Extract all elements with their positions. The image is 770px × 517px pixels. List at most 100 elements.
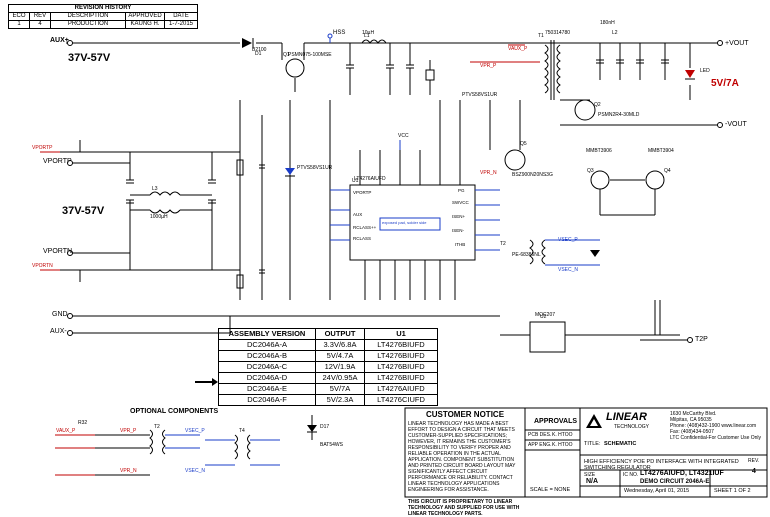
t2p-label: T2P bbox=[695, 336, 708, 343]
assembly-u1: LT4276BIUFD bbox=[364, 350, 438, 362]
svg-text:D17: D17 bbox=[320, 424, 329, 430]
component-d17: BAT54WS bbox=[320, 442, 343, 448]
company-sub: TECHNOLOGY bbox=[614, 424, 650, 430]
input-range-top: 37V-57V bbox=[68, 52, 111, 64]
aux-minus-label: AUX- bbox=[50, 328, 67, 335]
ic-exposed-pad: exposed pad, solder side bbox=[382, 220, 427, 225]
address-line: Fax: (408)434-0507 bbox=[670, 429, 714, 435]
size-label: SIZE bbox=[584, 472, 596, 478]
component-d15: PTVS58VS1UR bbox=[462, 92, 498, 98]
rev-date: 1-7-2015 bbox=[164, 20, 198, 29]
component-q3: MMBT3906 bbox=[586, 148, 612, 154]
net-vportn: VPORTN bbox=[32, 263, 53, 269]
title-label: TITLE: bbox=[584, 441, 601, 447]
address-line: LTC Confidential-For Customer Use Only bbox=[670, 435, 762, 441]
assembly-version: DC2046A-C bbox=[218, 361, 316, 373]
opt-vsec-n: VSEC_N bbox=[185, 468, 206, 474]
assembly-output: 5V/2.3A bbox=[315, 394, 365, 406]
assembly-output: 5V/7A bbox=[315, 383, 365, 395]
ic-pin-ithb: ITHB bbox=[455, 242, 466, 247]
opt-vsec-p: VSEC_P bbox=[185, 428, 205, 434]
component-q4: MMBT3904 bbox=[648, 148, 674, 154]
svg-text:Q1: Q1 bbox=[283, 52, 290, 58]
opt-vaux-p: VAUX_P bbox=[56, 428, 76, 434]
address-line: 1630 McCarthy Blvd. bbox=[670, 411, 717, 417]
notice-body: LINEAR TECHNOLOGY HAS MADE A BEST EFFORT… bbox=[408, 421, 516, 493]
aux-plus-label: AUX+ bbox=[50, 37, 69, 44]
company-name: LINEAR bbox=[606, 411, 647, 423]
assembly-output: 24V/0.95A bbox=[315, 372, 365, 384]
assembly-u1: LT4276BIUFD bbox=[364, 372, 438, 384]
svg-text:L2: L2 bbox=[612, 30, 618, 36]
opt-r32: R32 bbox=[78, 420, 88, 426]
vportp-label: VPORTP bbox=[43, 158, 72, 165]
gnd-label: GND bbox=[52, 311, 68, 318]
component-l1: 10µH bbox=[362, 30, 375, 36]
assembly-version: DC2046A-B bbox=[218, 350, 316, 362]
address-line: Phone: (408)432-1900 www.linear.com bbox=[670, 423, 757, 429]
assembly-output: 3.3V/6.8A bbox=[315, 339, 365, 351]
svg-text:T2: T2 bbox=[500, 241, 506, 247]
svg-text:T2: T2 bbox=[154, 424, 160, 430]
pcb-des-label: PCB DES. bbox=[528, 432, 552, 438]
schematic-canvas: D1 Q1 L1 T1 L2 Q2 Q3 Q4 Q5 L3 U1 T2 U2 T… bbox=[40, 30, 768, 498]
revision-history: REVISION HISTORY ECO REV DESCRIPTION APP… bbox=[8, 4, 198, 29]
component-d4: LED bbox=[700, 68, 710, 74]
net-vpr-p: VPR_P bbox=[480, 63, 497, 69]
svg-text:L1: L1 bbox=[364, 33, 370, 39]
component-d16: PTVS58VS1UR bbox=[297, 165, 333, 171]
ic-pin-isen-plus: ISEN+ bbox=[452, 214, 466, 219]
app-eng-name: K. HTOO bbox=[552, 442, 573, 448]
hss-label: HSS bbox=[333, 30, 346, 36]
assembly-header-version: ASSEMBLY VERSION bbox=[218, 328, 316, 340]
assembly-header-output: OUTPUT bbox=[315, 328, 365, 340]
notice-footer: THIS CIRCUIT IS PROPRIETARY TO LINEAR TE… bbox=[408, 499, 520, 517]
vportn-label: VPORTN bbox=[43, 248, 73, 255]
ic-pin-aux: AUX bbox=[353, 212, 363, 217]
svg-text:Q2: Q2 bbox=[594, 102, 601, 108]
net-vsec-p: VSEC_P bbox=[558, 237, 578, 243]
component-l2: 180nH bbox=[600, 20, 615, 26]
ic-pin-rclass2: RCLASS++ bbox=[353, 225, 377, 230]
app-eng-label: APP ENG. bbox=[528, 442, 552, 448]
address-line: Milpitas, CA 95035 bbox=[670, 417, 712, 423]
svg-text:L3: L3 bbox=[152, 186, 158, 192]
svg-text:T1: T1 bbox=[538, 33, 544, 39]
component-q5: BSZ900N20NS3G bbox=[512, 172, 553, 178]
company-address: 1630 McCarthy Blvd. Milpitas, CA 95035 P… bbox=[670, 411, 761, 441]
component-u2: MOC207 bbox=[535, 312, 556, 318]
pcb-des-name: K. HTOO bbox=[552, 432, 573, 438]
svg-text:Q4: Q4 bbox=[664, 168, 671, 174]
output-rating: 5V/7A bbox=[711, 78, 739, 89]
assembly-u1: LT4276BIUFD bbox=[364, 361, 438, 373]
optional-components-title: OPTIONAL COMPONENTS bbox=[130, 408, 219, 415]
component-l3: 1000µH bbox=[150, 214, 168, 220]
ic-no-value: LT4276AIUFD, LT4321IUF bbox=[640, 470, 724, 477]
component-u1: LT4276AIUFD bbox=[354, 176, 386, 182]
component-d1: B2100 bbox=[252, 47, 267, 53]
component-t1: 750314780 bbox=[545, 30, 571, 36]
component-q2: PSMN2R4-30MLD bbox=[598, 112, 640, 118]
svg-text:Q5: Q5 bbox=[520, 141, 527, 147]
assembly-version: DC2046A-E bbox=[218, 383, 316, 395]
assembly-header-u1: U1 bbox=[364, 328, 438, 340]
assembly-u1: LT4276AIUFD bbox=[364, 383, 438, 395]
vout-minus-label: -VOUT bbox=[725, 121, 747, 128]
sheet-number: SHEET 1 OF 2 bbox=[714, 488, 751, 494]
opt-vpr-n: VPR_N bbox=[120, 468, 137, 474]
assembly-version: DC2046A-F bbox=[218, 394, 316, 406]
svg-text:D1: D1 bbox=[255, 51, 262, 57]
assembly-version: DC2046A-A bbox=[218, 339, 316, 351]
demo-circuit: DEMO CIRCUIT 2046A-E bbox=[640, 479, 710, 485]
assembly-u1: LT4276BIUFD bbox=[364, 339, 438, 351]
component-q1: PSMN075-100MSE bbox=[288, 52, 332, 58]
net-vpr-n: VPR_N bbox=[480, 170, 497, 176]
rev-value: 4 bbox=[752, 468, 756, 475]
svg-text:T4: T4 bbox=[239, 428, 245, 434]
net-vsec-n: VSEC_N bbox=[558, 267, 579, 273]
